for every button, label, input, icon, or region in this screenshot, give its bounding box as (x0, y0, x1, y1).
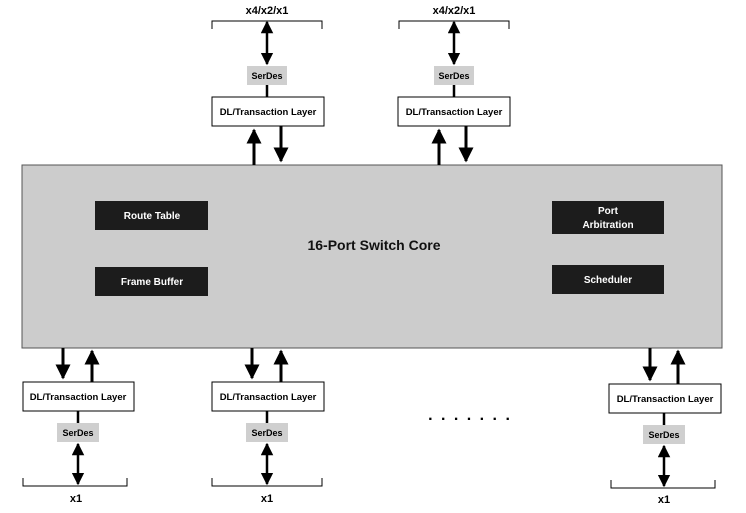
serdes-label: SerDes (251, 428, 282, 438)
dl-transaction-layer-label: DL/Transaction Layer (220, 392, 317, 403)
ellipsis-dots: . . . . . . . (428, 407, 512, 424)
dl-transaction-layer-block (22, 381, 135, 412)
port-arbitration-label-1: Port (598, 206, 619, 217)
top-port-width-label: x4/x2/x1 (433, 5, 476, 17)
top-port-1: x4/x2/x1 SerDes DL/Transaction Layer (211, 5, 325, 165)
route-table-label: Route Table (124, 211, 181, 222)
lane-bracket (211, 478, 323, 487)
switch-core (21, 164, 723, 349)
serdes-label: SerDes (438, 71, 469, 81)
dl-transaction-layer-label: DL/Transaction Layer (30, 392, 127, 403)
dl-transaction-layer-block (397, 96, 511, 127)
dl-transaction-layer-block (211, 96, 325, 127)
bottom-port-width-label: x1 (261, 493, 273, 505)
serdes-block (643, 425, 685, 444)
bottom-port-3: DL/Transaction Layer SerDes x1 (608, 348, 722, 506)
serdes-label: SerDes (62, 428, 93, 438)
dl-transaction-layer-label: DL/Transaction Layer (406, 107, 503, 118)
core-title: 16-Port Switch Core (307, 237, 440, 253)
top-port-2: x4/x2/x1 SerDes DL/Transaction Layer (397, 5, 511, 165)
port-arbitration-label-2: Arbitration (582, 220, 633, 231)
serdes-block (246, 423, 288, 442)
frame-buffer-block (95, 267, 208, 296)
frame-buffer-label: Frame Buffer (121, 277, 183, 288)
top-port-width-label: x4/x2/x1 (246, 5, 289, 17)
scheduler-block (552, 265, 664, 294)
lane-bracket (610, 480, 716, 489)
bottom-port-2: DL/Transaction Layer SerDes x1 (211, 348, 325, 505)
serdes-label: SerDes (648, 430, 679, 440)
bottom-port-width-label: x1 (658, 494, 670, 506)
serdes-block (57, 423, 99, 442)
dl-transaction-layer-block (211, 381, 325, 412)
serdes-label: SerDes (251, 71, 282, 81)
scheduler-label: Scheduler (584, 275, 632, 286)
serdes-block (434, 66, 474, 85)
port-arbitration-block (552, 201, 664, 234)
lane-bracket (22, 478, 128, 487)
bottom-port-width-label: x1 (70, 493, 82, 505)
route-table-block (95, 201, 208, 230)
dl-transaction-layer-block (608, 383, 722, 414)
dl-transaction-layer-label: DL/Transaction Layer (617, 394, 714, 405)
dl-transaction-layer-label: DL/Transaction Layer (220, 107, 317, 118)
serdes-block (247, 66, 287, 85)
bottom-port-1: DL/Transaction Layer SerDes x1 (22, 348, 135, 505)
